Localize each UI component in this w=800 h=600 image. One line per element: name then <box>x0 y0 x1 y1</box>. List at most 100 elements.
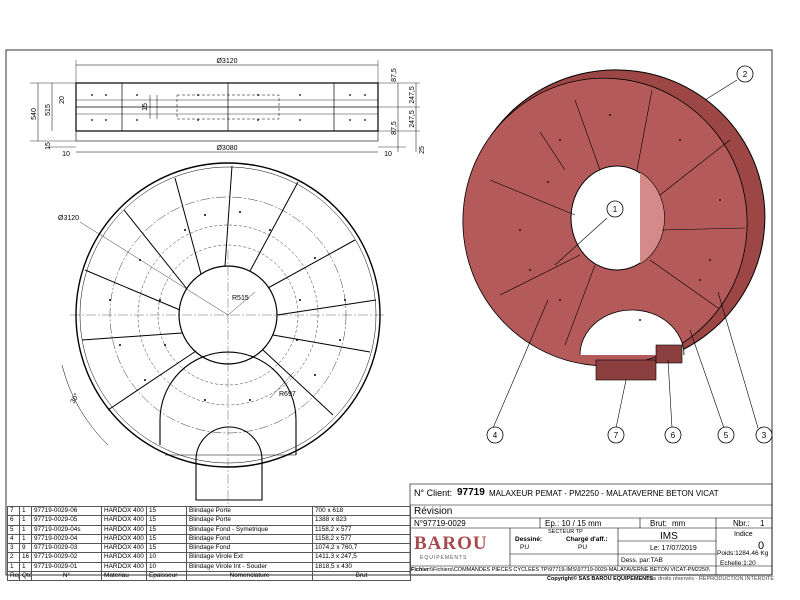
bom-header-rep: Rep <box>7 571 20 582</box>
dim-247-5-a: 247,5 <box>409 86 416 104</box>
front-view <box>61 162 385 505</box>
bom-cell-dims: 1158,2 x 577 <box>312 533 411 545</box>
bom-cell-dims: 1818,5 x 430 <box>312 561 411 573</box>
isometric-view <box>462 69 766 381</box>
bom-cell-name: Blindage Fond <box>186 533 313 545</box>
rights-notice: tous droits réservés - REPRODUCTION INTE… <box>646 576 775 582</box>
file-path: \\Fichiers\COMMANDES PIECES CYCLEES TP\9… <box>430 567 710 573</box>
dim-radius-515: R515 <box>232 295 249 302</box>
bom-cell-qty: 16 <box>19 552 32 563</box>
svg-text:6: 6 <box>671 431 676 440</box>
file-label: Fichier: <box>411 567 431 573</box>
dim-25: 25 <box>419 146 426 154</box>
bom-cell-qty: 1 <box>19 505 32 517</box>
bom-cell-thickness: 15 <box>146 515 187 526</box>
bom-cell-name: Blindage Virole Int - Souder <box>186 561 313 573</box>
bom-cell-rep: 5 <box>7 524 20 535</box>
balloon-5: 5 <box>717 426 735 444</box>
bom-cell-material: HARDOX 400 <box>101 543 147 554</box>
bom-cell-part: 97719-0029-02 <box>31 552 102 563</box>
raw-label: Brut: <box>650 519 667 528</box>
balloon-1: 1 <box>606 200 624 218</box>
dim-515: 515 <box>45 104 52 116</box>
bom-header-dims: Brut <box>312 571 411 582</box>
dim-angle: 30° <box>69 392 81 405</box>
bom-cell-dims: 1074,2 x 760,7 <box>312 543 411 554</box>
bom-header: Rep Qté N° Materiau Epaisseur Nomenclatu… <box>7 571 411 582</box>
bom-cell-name: Blindage Porte <box>186 515 313 526</box>
bom-cell-rep: 6 <box>7 515 20 526</box>
bom-cell-rep: 4 <box>7 533 20 545</box>
count-value: 1 <box>760 519 765 528</box>
bom-cell-thickness: 15 <box>146 524 187 535</box>
bom-cell-thickness: 10 <box>146 561 187 573</box>
dim-540: 540 <box>31 108 38 120</box>
bom-cell-thickness: 15 <box>146 533 187 545</box>
index-label: Indice <box>734 531 753 538</box>
manager-value: PU <box>578 544 588 551</box>
dim-overall-diameter: Ø3120 <box>216 58 237 65</box>
sector-label: SECTEUR TP <box>548 529 583 535</box>
bom-header-qty: Qté <box>19 571 32 582</box>
dim-87-5-b: 87,5 <box>391 121 398 135</box>
dim-10-right: 10 <box>384 151 392 158</box>
svg-text:2: 2 <box>743 70 748 79</box>
bom-cell-part: 97719-0029-04 <box>31 533 102 545</box>
dim-20: 20 <box>59 96 66 104</box>
bom-cell-rep: 2 <box>7 552 20 563</box>
bom-cell-qty: 1 <box>19 524 32 535</box>
bom-header-name: Nomenclature <box>186 571 313 582</box>
top-view-dimensions: Ø3120 Ø3080 540 515 20 15 10 10 15 87,5 … <box>31 58 426 158</box>
bom-cell-dims: 1158,2 x 577 <box>312 524 411 535</box>
bom-cell-part: 97719-0029-05 <box>31 515 102 526</box>
copyright: Copyright© SAS BAROU EQUIPEMENTS <box>547 576 654 582</box>
bom-cell-part: 97719-0029-04s <box>31 524 102 535</box>
bom-cell-part: 97719-0029-03 <box>31 543 102 554</box>
svg-text:1: 1 <box>613 205 618 214</box>
drawn-by: Dess. par:TAB <box>621 557 663 564</box>
raw-unit: mm <box>672 519 686 528</box>
bom-cell-thickness: 10 <box>146 552 187 563</box>
weight: Poids:1284.46 Kg <box>717 550 769 557</box>
bom-cell-qty: 1 <box>19 561 32 573</box>
company: IMS <box>660 531 678 542</box>
bom-cell-material: HARDOX 400 <box>101 561 147 573</box>
balloon-7: 7 <box>607 426 625 444</box>
bom-cell-dims: 700 x 618 <box>312 505 411 517</box>
bom-cell-material: HARDOX 400 <box>101 533 147 545</box>
revision-label: Révision <box>414 506 453 517</box>
balloon-3: 3 <box>755 426 773 444</box>
bom-cell-qty: 9 <box>19 543 32 554</box>
bom-cell-material: HARDOX 400 <box>101 552 147 563</box>
bom-cell-thickness: 15 <box>146 505 187 517</box>
dim-87-5-a: 87,5 <box>391 68 398 82</box>
bom-cell-thickness: 15 <box>146 543 187 554</box>
dim-center-15: 15 <box>142 103 149 111</box>
balloon-6: 6 <box>664 426 682 444</box>
bom-cell-material: HARDOX 400 <box>101 515 147 526</box>
thickness: Ep.: 10 / 15 mm <box>545 519 602 528</box>
bom-cell-part: 97719-0029-01 <box>31 561 102 573</box>
bom-cell-qty: 1 <box>19 515 32 526</box>
client-number: 97719 <box>457 487 485 498</box>
balloon-4: 4 <box>486 426 504 444</box>
bom-cell-qty: 1 <box>19 533 32 545</box>
bom-cell-material: HARDOX 400 <box>101 524 147 535</box>
bom-cell-name: Blindage Fond - Symetrique <box>186 524 313 535</box>
client-label: N° Client: <box>414 488 453 498</box>
bom-cell-dims: 1388 x 823 <box>312 515 411 526</box>
bom-header-material: Materiau <box>101 571 147 582</box>
bom-cell-part: 97719-0029-06 <box>31 505 102 517</box>
dim-radius-697: R697 <box>279 391 296 398</box>
drawing-number: N°97719-0029 <box>414 519 466 528</box>
scale: Echelle:1:20 <box>720 560 756 567</box>
